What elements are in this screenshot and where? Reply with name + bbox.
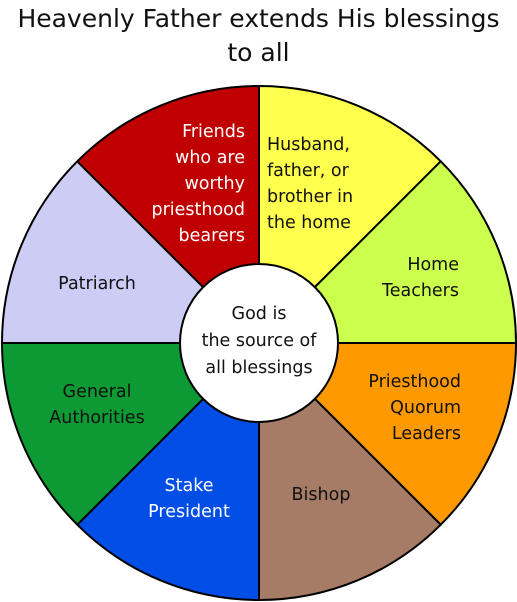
label-husband-father-brother: Husband, father, or brother in the home (267, 135, 353, 233)
center-label-line: God is (232, 304, 287, 324)
label-patriarch: Patriarch (58, 274, 136, 294)
label-line: father, or (267, 161, 350, 181)
label-line: Home (407, 255, 459, 275)
label-bishop: Bishop (292, 485, 351, 505)
label-line: who are (175, 148, 245, 168)
label-line: worthy (184, 174, 245, 194)
center-label: God is the source of all blessings (202, 304, 318, 378)
label-line: President (148, 502, 230, 522)
label-line: Leaders (392, 424, 461, 444)
label-line: Husband, (267, 135, 350, 155)
center-label-line: the source of (202, 331, 318, 351)
label-line: Quorum (390, 398, 461, 418)
title-line-1: Heavenly Father extends His blessings (17, 4, 500, 33)
wheel-segment-labels: Husband, father, or brother in the homeHome… (49, 122, 461, 522)
title-line-2: to all (227, 38, 290, 67)
label-line: the home (267, 213, 351, 233)
label-line: bearers (179, 226, 246, 246)
label-line: brother in (267, 187, 353, 207)
label-line: Authorities (49, 408, 144, 428)
label-line: Bishop (292, 485, 351, 505)
label-line: Patriarch (58, 274, 136, 294)
center-circle (179, 263, 339, 423)
label-line: General (63, 382, 132, 402)
center-label-line: all blessings (205, 358, 312, 378)
label-line: Stake (165, 476, 214, 496)
label-line: priesthood (151, 200, 245, 220)
label-line: Priesthood (368, 372, 461, 392)
diagram-title: Heavenly Father extends His blessings to… (0, 2, 517, 70)
label-friends-priesthood-bearers: Friends who are worthy priesthood bearers (151, 122, 245, 246)
label-line: Friends (182, 122, 245, 142)
label-line: Teachers (381, 281, 459, 301)
